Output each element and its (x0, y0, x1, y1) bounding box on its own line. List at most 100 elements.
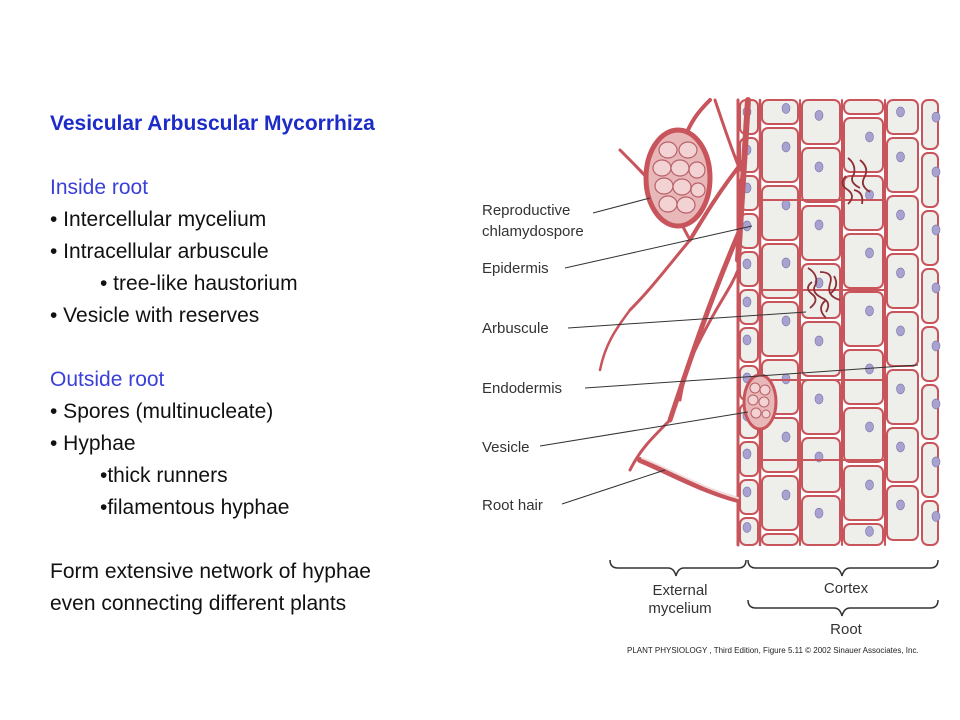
root-cell (801, 379, 841, 435)
root-cell (843, 117, 884, 173)
cell-nucleus (896, 499, 905, 511)
root-cell (886, 99, 919, 135)
cell-nucleus (931, 282, 941, 294)
inside-item: • Intercellular mycelium (50, 208, 267, 231)
cell-nucleus (896, 325, 905, 337)
root-cell (886, 427, 919, 483)
root-cell (886, 195, 919, 251)
cell-nucleus (742, 334, 752, 346)
root-cell (739, 479, 759, 515)
root-cell (843, 99, 884, 115)
root-cell (886, 253, 919, 309)
cell-nucleus (742, 220, 752, 232)
root-cell (886, 369, 919, 425)
leader-lines (539, 197, 919, 505)
text-panel: Vesicular Arbuscular Mycorrhiza Inside r… (50, 108, 470, 620)
cell-nucleus (865, 131, 874, 143)
root-cell (843, 407, 884, 463)
outside-subitem: •thick runners (100, 464, 228, 487)
cell-nucleus (781, 315, 791, 327)
root-cell (761, 475, 799, 531)
summary-line: even connecting different plants (50, 592, 347, 615)
root-cell (843, 291, 884, 347)
cell-nucleus (931, 166, 941, 178)
figure-caption: PLANT PHYSIOLOGY , Third Edition, Figure… (627, 646, 919, 655)
slide-title: Vesicular Arbuscular Mycorrhiza (50, 112, 375, 135)
mycorrhiza-diagram: Reproductive chlamydospore Epidermis Arb… (482, 97, 941, 655)
cell-nucleus (781, 103, 791, 114)
root-cell (921, 210, 939, 266)
root-cell (921, 152, 939, 208)
cell-nucleus (781, 257, 791, 269)
outside-subitem: •filamentous hyphae (100, 496, 290, 519)
cell-nucleus (931, 340, 941, 352)
root-cells (739, 99, 941, 546)
root-cell (801, 147, 841, 203)
root-cell (843, 349, 884, 405)
cell-nucleus (896, 383, 905, 395)
outside-item: • Spores (multinucleate) (50, 400, 274, 423)
inside-item: • Vesicle with reserves (50, 304, 260, 327)
cell-nucleus (865, 479, 874, 491)
brackets (609, 559, 939, 617)
cell-nucleus (814, 219, 824, 231)
cell-nucleus (781, 199, 791, 211)
cell-nucleus (865, 526, 874, 537)
root-cell (921, 442, 939, 498)
arbuscule-icon (807, 157, 871, 319)
cell-nucleus (931, 111, 941, 123)
cell-nucleus (814, 161, 824, 173)
label-root-hair: Root hair (482, 497, 543, 514)
cell-nucleus (865, 421, 874, 433)
root-cell (886, 137, 919, 193)
root-cell (761, 127, 799, 183)
root-cell (801, 437, 841, 493)
root-cell (886, 485, 919, 541)
inside-item: • Intracellular arbuscule (50, 240, 269, 263)
label-vesicle: Vesicle (482, 439, 530, 456)
spacer (50, 524, 470, 556)
root-cell (886, 311, 919, 367)
cell-nucleus (896, 151, 905, 163)
label-root: Root (830, 621, 863, 638)
root-cell (843, 233, 884, 289)
root-cell (921, 268, 939, 324)
cell-nucleus (865, 247, 874, 259)
outside-item: • Hyphae (50, 432, 136, 455)
label-epidermis: Epidermis (482, 260, 549, 277)
cell-nucleus (814, 110, 824, 121)
cell-nucleus (742, 296, 752, 308)
cell-nucleus (814, 507, 824, 519)
root-cell (761, 185, 799, 241)
inside-subitem: • tree-like haustorium (100, 272, 298, 295)
root-cell (801, 495, 841, 546)
root-cell (843, 175, 884, 231)
cell-nucleus (781, 489, 791, 501)
label-chlamydospore-line2: chlamydospore (482, 223, 584, 240)
root-cell (739, 441, 759, 477)
cell-nucleus (781, 431, 791, 443)
vesicle-icon (742, 373, 778, 431)
inside-root-heading: Inside root (50, 176, 149, 199)
cell-nucleus (931, 398, 941, 410)
label-external-line1: External (652, 582, 707, 599)
root-cell (739, 327, 759, 363)
root-cell (761, 417, 799, 473)
hyphae-network (598, 97, 886, 547)
root-cell (761, 243, 799, 299)
root-cell (921, 500, 939, 546)
cell-nucleus (742, 522, 752, 533)
root-cell (761, 99, 799, 125)
label-chlamydospore-line1: Reproductive (482, 202, 570, 219)
cell-nucleus (781, 141, 791, 153)
root-cell (761, 301, 799, 357)
label-arbuscule: Arbuscule (482, 320, 549, 337)
label-external-line2: mycelium (648, 600, 711, 617)
root-cell (739, 289, 759, 325)
spacer (50, 332, 470, 364)
cell-nucleus (814, 393, 824, 405)
cell-nucleus (742, 448, 752, 460)
root-cell (921, 99, 939, 150)
summary-line: Form extensive network of hyphae (50, 560, 371, 583)
cell-nucleus (781, 373, 791, 385)
